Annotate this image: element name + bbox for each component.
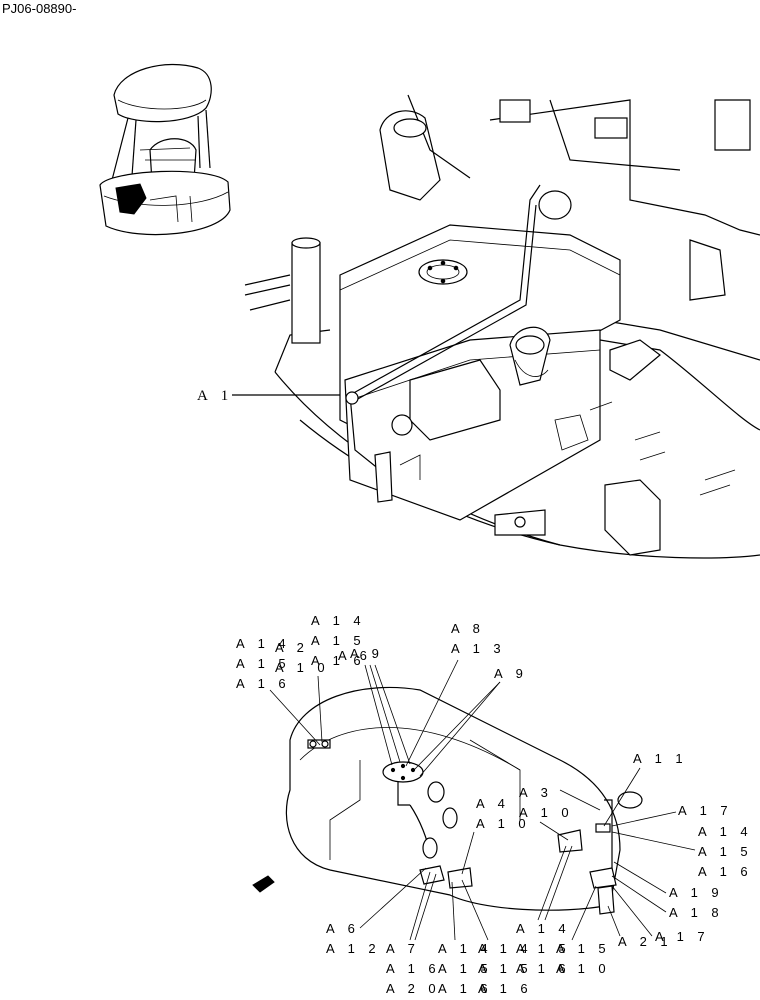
callout-group-top-left: A 1 4 A 1 5 A 1 6 xyxy=(236,636,321,746)
svg-text:A 1 5: A 1 5 xyxy=(438,961,493,976)
svg-text:A 1 4: A 1 4 xyxy=(478,941,533,956)
lower-detail-view xyxy=(252,686,643,915)
callout-group-bottom-mid-b: A 1 4 A 1 5 A 1 6 xyxy=(461,879,533,996)
svg-text:A 2: A 2 xyxy=(275,640,309,655)
svg-text:A 9: A 9 xyxy=(494,666,528,681)
callout-a18: A 1 8 xyxy=(611,875,724,920)
svg-text:A 1 0: A 1 0 xyxy=(556,961,611,976)
callout-a9-right: A 9 xyxy=(413,666,528,777)
svg-text:A 2 1: A 2 1 xyxy=(618,934,673,949)
svg-text:A 6: A 6 xyxy=(326,921,360,936)
callout-group-a8-a13: A 8 A 1 3 xyxy=(405,621,506,767)
callout-a21: A 2 1 xyxy=(607,905,673,949)
svg-text:A 1 0: A 1 0 xyxy=(275,660,330,675)
svg-text:A 1 5: A 1 5 xyxy=(236,656,291,671)
svg-text:A 1 3: A 1 3 xyxy=(451,641,506,656)
svg-text:A 1 0: A 1 0 xyxy=(519,805,574,820)
callout-group-a4-a10: A 4 A 1 0 xyxy=(461,796,531,875)
callout-a17-bottom: A 1 7 xyxy=(611,885,710,944)
callout-group-bottom-right-a: A 1 4 A 1 5 A 1 6 xyxy=(516,845,573,976)
svg-text:A 1 5: A 1 5 xyxy=(478,961,533,976)
callout-group-right-stack: A 1 4 A 1 5 A 1 6 xyxy=(611,824,753,879)
callout-a11: A 1 1 xyxy=(603,751,688,827)
callout-group-bottom-right-b: A 1 5 A 1 0 xyxy=(556,885,611,976)
svg-text:A 1 4: A 1 4 xyxy=(311,613,366,628)
upper-assembly xyxy=(244,94,760,559)
callout-group-a6-a9: A 6 A 9 xyxy=(338,646,411,766)
callout-group-a3-a10: A 3 A 1 0 xyxy=(519,785,574,841)
svg-text:A 1 6: A 1 6 xyxy=(438,981,493,996)
callout-group-a6-a12: A 6 A 1 2 xyxy=(326,867,427,956)
svg-text:A 9: A 9 xyxy=(350,646,384,661)
svg-text:A 1 6: A 1 6 xyxy=(236,676,291,691)
callout-group-a2-a10: A 2 A 1 0 xyxy=(275,640,330,743)
callout-label: A 1 xyxy=(197,388,233,404)
callout-group-bottom-mid-a: A 1 4 A 1 5 A 1 6 xyxy=(438,881,493,996)
svg-text:A 1 9: A 1 9 xyxy=(669,885,724,900)
svg-text:A 1 5: A 1 5 xyxy=(698,844,753,859)
svg-text:A 1 2: A 1 2 xyxy=(326,941,381,956)
svg-text:A 6: A 6 xyxy=(338,648,372,663)
callout-group-top-stack-b: A 1 4 A 1 5 A 1 6 xyxy=(311,613,366,668)
svg-text:A 3: A 3 xyxy=(519,785,553,800)
svg-text:A 1 0: A 1 0 xyxy=(476,816,531,831)
svg-text:A 1 7: A 1 7 xyxy=(678,803,733,818)
callout-a1-upper: A 1 xyxy=(197,388,340,404)
svg-text:A 1 7: A 1 7 xyxy=(655,929,710,944)
svg-text:A 1 6: A 1 6 xyxy=(386,961,441,976)
machine-overview-inset xyxy=(99,63,231,236)
svg-text:A 1 5: A 1 5 xyxy=(516,941,571,956)
svg-text:A 1 4: A 1 4 xyxy=(438,941,493,956)
drawing-code: PJ06-08890- xyxy=(2,1,76,16)
callout-group-a7-a16-a20: A 7 A 1 6 A 2 0 xyxy=(386,871,441,996)
svg-text:A 1 5: A 1 5 xyxy=(556,941,611,956)
svg-text:A 1 5: A 1 5 xyxy=(311,633,366,648)
svg-text:A 1 4: A 1 4 xyxy=(516,921,571,936)
svg-text:A 1 6: A 1 6 xyxy=(478,981,533,996)
callout-a17-top: A 1 7 xyxy=(611,803,733,827)
svg-text:A 4: A 4 xyxy=(476,796,510,811)
svg-text:A 2 0: A 2 0 xyxy=(386,981,441,996)
svg-text:A 1 6: A 1 6 xyxy=(698,864,753,879)
svg-text:A 1 6: A 1 6 xyxy=(311,653,366,668)
svg-text:A 1 4: A 1 4 xyxy=(236,636,291,651)
svg-text:A 1 4: A 1 4 xyxy=(698,824,753,839)
svg-text:A 1 1: A 1 1 xyxy=(633,751,688,766)
callout-a19: A 1 9 xyxy=(613,861,724,900)
svg-text:A 7: A 7 xyxy=(386,941,420,956)
svg-text:A 8: A 8 xyxy=(451,621,485,636)
svg-text:A 1 8: A 1 8 xyxy=(669,905,724,920)
svg-text:A 1 6: A 1 6 xyxy=(516,961,571,976)
